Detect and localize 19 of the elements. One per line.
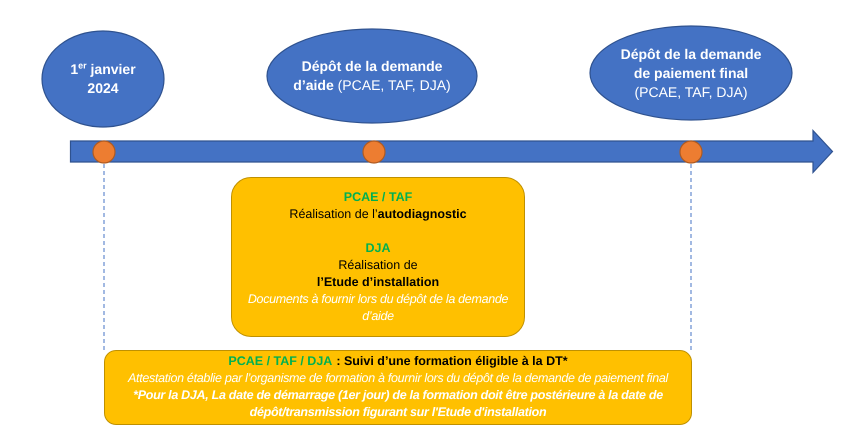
program-label: DJA (365, 240, 390, 257)
timeline-arrow (70, 130, 833, 173)
footnote-text: *Pour la DJA, La date de démarrage (1er jour) de la formation doit être postérieure à la date de dépôt/transmission figurant sur l'Etude d'installation (132, 387, 664, 421)
program-label: PCAE / TAF (344, 189, 412, 206)
program-label: PCAE / TAF / DJA (228, 354, 332, 368)
note-text: Attestation établie par l’organisme de formation à fournir lors du dépôt de la demande de paiement final (128, 370, 668, 387)
milestone-label: 1$^{er}$ janvier 2024 (69, 60, 137, 98)
task-text: Réalisation de l’autodiagnostic (289, 206, 467, 223)
milestone-ellipse (266, 28, 478, 124)
info-panel (231, 177, 525, 337)
milestone-label: Dépôt de la demande d’aide (PCAE, TAF, DJA) (292, 57, 452, 95)
training-title: : Suivi d’une formation éligible à la DT* (336, 354, 568, 368)
milestone-ellipse (589, 25, 793, 121)
note-text: Documents à fournir lors du dépôt de la demande d’aide (246, 291, 510, 325)
milestone-label: Dépôt de la demande de paiement final (PCAE, TAF, DJA) (620, 44, 762, 102)
info-panel (104, 350, 692, 425)
milestone-ellipse (41, 30, 165, 128)
dashed-connector (690, 164, 692, 350)
task-text: Réalisation de l’Etude d’installation (316, 257, 440, 291)
